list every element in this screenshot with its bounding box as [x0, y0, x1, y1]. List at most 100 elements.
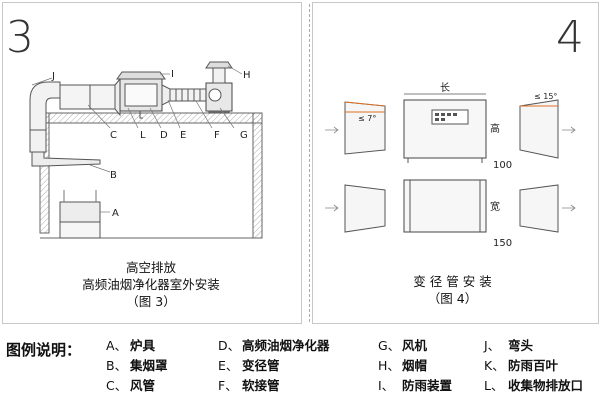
legend-key: A、	[106, 338, 128, 353]
legend-title: 图例说明：	[6, 341, 82, 359]
rain-cover-i	[116, 71, 166, 80]
width-label: 宽	[490, 200, 500, 213]
height-label: 高	[490, 122, 500, 135]
component-labels: J I H C L D E F G B A	[51, 69, 251, 219]
leader-lines	[31, 65, 243, 213]
label-h: H	[243, 70, 251, 81]
panel-divider	[309, 4, 310, 322]
purifier-buttons	[435, 113, 457, 121]
figure-4-number: 4	[556, 12, 584, 63]
label-f: F	[214, 130, 220, 141]
reducer-right-top	[519, 99, 559, 159]
figure-3-number: 3	[6, 12, 34, 63]
legend-item: K、防雨百叶	[484, 356, 558, 376]
legend-key: L、	[484, 378, 504, 393]
label-j: J	[51, 71, 55, 82]
legend-value: 风机	[402, 338, 428, 353]
length-label: 长	[440, 82, 450, 94]
label-g: G	[240, 130, 248, 141]
label-b: B	[110, 170, 117, 181]
figure-3-drawing: J I H C L D E F G B A	[29, 61, 263, 239]
figure-3-caption-line1: 高空排放	[125, 260, 176, 275]
stove-a	[59, 201, 101, 223]
legend-item: I、防雨装置	[378, 376, 452, 396]
label-i: I	[171, 69, 174, 80]
legend-value: 烟帽	[402, 358, 428, 373]
exhaust-hood-b	[31, 151, 101, 167]
building-roof	[39, 112, 263, 124]
vertical-duct	[29, 129, 47, 153]
dim-150-label: 150	[493, 238, 512, 249]
legend-value: 软接管	[242, 378, 280, 393]
label-d: D	[160, 130, 168, 141]
airflow-arrows-bottom	[325, 204, 576, 212]
airflow-arrows-top	[325, 126, 576, 134]
legend-key: J、	[484, 338, 501, 353]
stove-a-pot	[63, 190, 97, 202]
reducer-left-top	[344, 101, 386, 155]
dim-100-label: 100	[493, 160, 512, 171]
legend-value: 收集物排放口	[508, 378, 584, 393]
legend-item: E、变径管	[218, 356, 280, 376]
horizontal-duct-c	[59, 84, 116, 110]
legend-key: C、	[106, 378, 128, 393]
legend-value: 变径管	[242, 358, 280, 373]
legend-item: A、炉具	[106, 336, 155, 356]
legend-item: B、集烟罩	[106, 356, 168, 376]
legend-value: 高频油烟净化器	[242, 338, 330, 353]
label-l: L	[140, 130, 146, 141]
legend-key: H、	[378, 358, 400, 373]
fan-g-wheel	[208, 88, 222, 102]
legend-key: E、	[218, 358, 239, 373]
label-c: C	[110, 130, 117, 141]
legend-item: H、烟帽	[378, 356, 427, 376]
purifier-side	[403, 179, 487, 233]
legend-item: J、弯头	[484, 336, 533, 356]
label-a: A	[112, 208, 119, 219]
legend-key: D、	[218, 338, 241, 353]
legend-value: 防雨装置	[402, 378, 453, 393]
legend-value: 集烟罩	[130, 358, 168, 373]
figure-4-caption: 变 径 管 安 装 （图 4）	[330, 273, 575, 307]
angle-left-label: ≤ 7°	[358, 114, 376, 123]
figure-4-panel	[312, 2, 599, 324]
purifier-control-panel	[431, 109, 469, 125]
legend-key: I、	[378, 378, 395, 393]
figure-4-drawing: ≤ 7° 长 高 100 ≤ 15° 宽 150	[325, 82, 576, 249]
angle-right-label: ≤ 15°	[534, 92, 557, 101]
legend-value: 炉具	[130, 338, 156, 353]
purifier-panel	[124, 83, 158, 107]
legend-key: F、	[218, 378, 238, 393]
legend: A、炉具 B、集烟罩 C、风管 D、高频油烟净化器 E、变径管 F、软接管 G、…	[106, 336, 596, 398]
reducer-e	[114, 77, 121, 117]
legend-value: 风管	[130, 378, 156, 393]
legend-key: K、	[484, 358, 505, 373]
legend-item: G、风机	[378, 336, 427, 356]
figure-3-caption-line2: 高频油烟净化器室外安装	[82, 277, 220, 292]
figure-4-caption-line1: 变 径 管 安 装	[413, 274, 492, 289]
reducer-right-bottom	[519, 184, 559, 233]
legend-value: 防雨百叶	[508, 358, 559, 373]
figure-3-caption-line3: （图 3）	[126, 294, 176, 309]
angle-line-left	[344, 101, 386, 107]
figure-4-caption-line2: （图 4）	[427, 291, 478, 306]
flex-ribs	[175, 89, 201, 101]
stove-a-base	[59, 221, 101, 239]
legend-key: G、	[378, 338, 401, 353]
legend-key: B、	[106, 358, 128, 373]
chimney-cap-h	[205, 61, 233, 69]
legend-item: C、风管	[106, 376, 155, 396]
fan-stand	[208, 110, 230, 114]
label-e: E	[180, 130, 186, 141]
collection-outlet-l	[139, 111, 143, 119]
figure-3-caption: 高空排放 高频油烟净化器室外安装 （图 3）	[20, 259, 282, 310]
legend-item: F、软接管	[218, 376, 280, 396]
building-right-wall	[252, 112, 263, 239]
chimney	[212, 67, 226, 84]
legend-item: D、高频油烟净化器	[218, 336, 330, 356]
reducer-left-bottom	[344, 184, 386, 233]
legend-value: 弯头	[508, 338, 534, 353]
purifier-front	[403, 99, 487, 159]
legend-item: L、收集物排放口	[484, 376, 583, 396]
